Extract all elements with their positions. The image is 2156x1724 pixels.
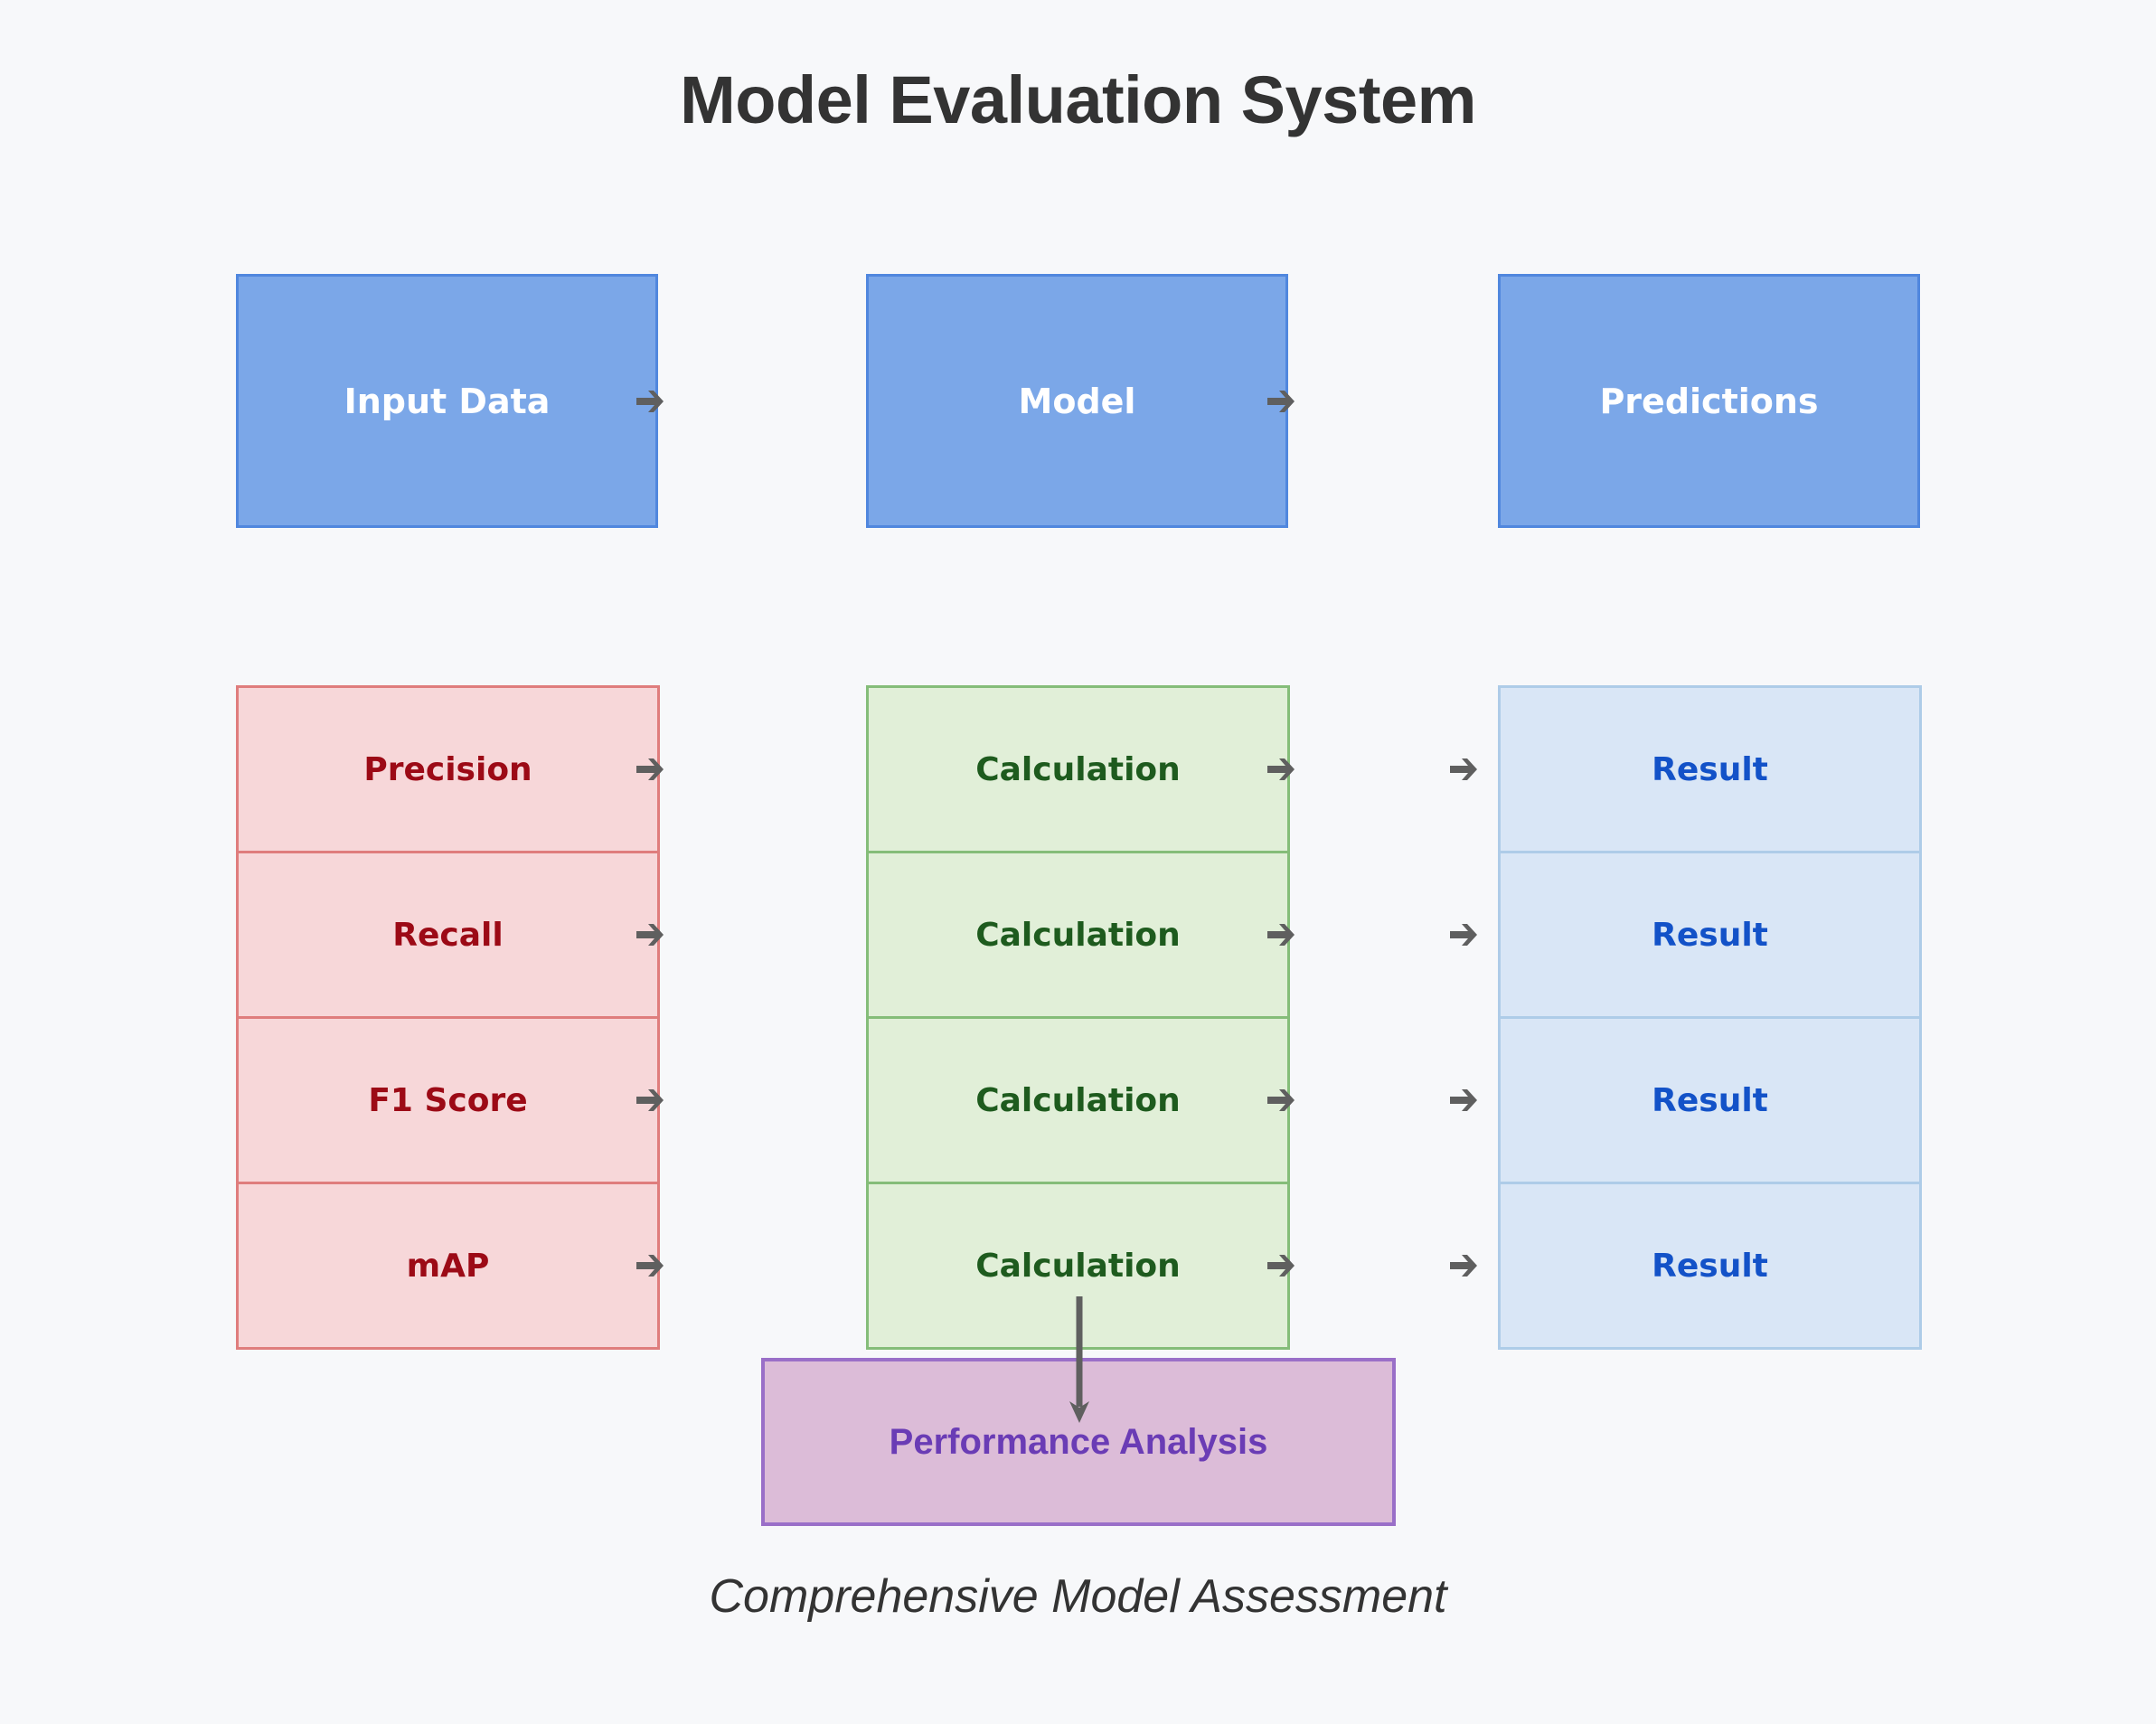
- calculation-box[interactable]: Calculation: [866, 1016, 1290, 1184]
- summary-box-performance-analysis[interactable]: Performance Analysis: [761, 1358, 1396, 1526]
- calculation-label: Calculation: [975, 916, 1181, 954]
- result-label: Result: [1652, 750, 1768, 788]
- calculation-label: Calculation: [975, 1247, 1181, 1285]
- page-title: Model Evaluation System: [680, 62, 1476, 137]
- result-label: Result: [1652, 1247, 1768, 1285]
- result-box[interactable]: Result: [1498, 1016, 1922, 1184]
- arrow-right-icon: [1446, 750, 1484, 788]
- arrow-right-icon: [1446, 1247, 1484, 1285]
- arrow-right-icon: [1446, 916, 1484, 954]
- stage-box-predictions[interactable]: Predictions: [1498, 274, 1920, 528]
- stage-box-label: Model: [1018, 381, 1136, 421]
- arrow-down-icon: [1061, 1296, 1097, 1432]
- metric-label: F1 Score: [368, 1081, 528, 1119]
- footer-caption: Comprehensive Model Assessment: [709, 1570, 1447, 1623]
- stage-box-input-data[interactable]: Input Data: [236, 274, 658, 528]
- metric-label: mAP: [406, 1247, 490, 1285]
- metric-label: Recall: [392, 916, 504, 954]
- result-box[interactable]: Result: [1498, 851, 1922, 1019]
- arrow-right-icon: [1446, 1081, 1484, 1119]
- summary-label: Performance Analysis: [889, 1421, 1268, 1462]
- calculation-box[interactable]: Calculation: [866, 851, 1290, 1019]
- result-label: Result: [1652, 1081, 1768, 1119]
- result-box[interactable]: Result: [1498, 685, 1922, 853]
- metric-box[interactable]: Recall: [236, 851, 660, 1019]
- result-label: Result: [1652, 916, 1768, 954]
- stage-box-label: Input Data: [344, 381, 551, 421]
- calculation-label: Calculation: [975, 750, 1181, 788]
- calculation-label: Calculation: [975, 1081, 1181, 1119]
- result-box[interactable]: Result: [1498, 1182, 1922, 1350]
- metric-label: Precision: [363, 750, 532, 788]
- stage-box-model[interactable]: Model: [866, 274, 1288, 528]
- metric-box[interactable]: mAP: [236, 1182, 660, 1350]
- metric-box[interactable]: F1 Score: [236, 1016, 660, 1184]
- stage-box-label: Predictions: [1599, 381, 1819, 421]
- calculation-box[interactable]: Calculation: [866, 685, 1290, 853]
- metric-box[interactable]: Precision: [236, 685, 660, 853]
